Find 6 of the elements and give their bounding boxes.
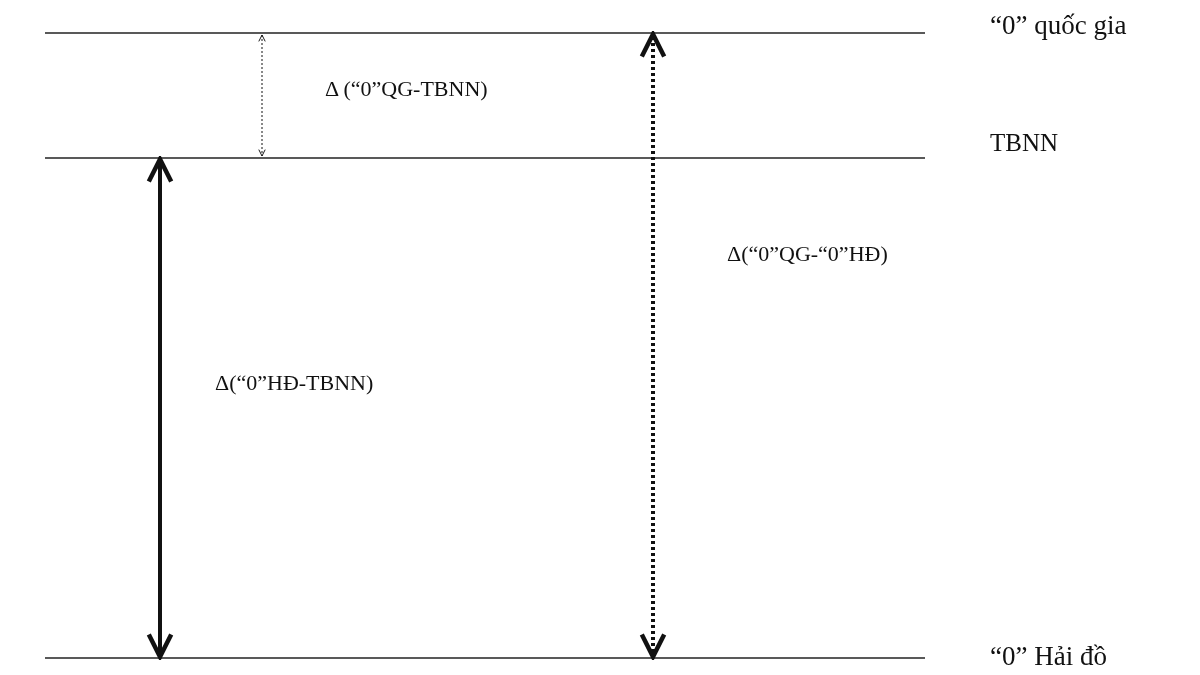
dimension-label: Δ(“0”HĐ-TBNN) — [215, 372, 374, 394]
dimension-label: Δ (“0”QG-TBNN) — [325, 78, 488, 100]
dimension-label: Δ(“0”QG-“0”HĐ) — [727, 243, 888, 265]
level-label: “0” quốc gia — [990, 12, 1127, 39]
level-label: TBNN — [990, 130, 1059, 155]
level-label: “0” Hải đồ — [990, 643, 1107, 670]
